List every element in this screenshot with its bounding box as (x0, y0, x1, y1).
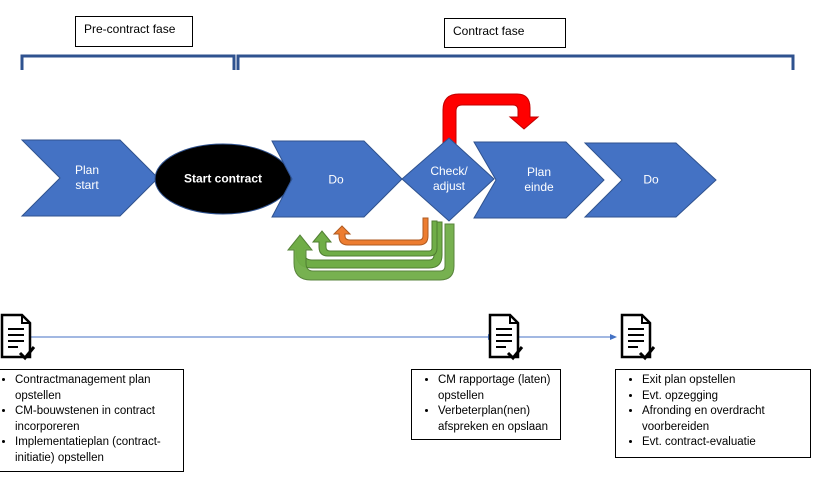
plan-einde-label: Plan einde (524, 165, 554, 194)
plan-einde-chevron (473, 141, 605, 219)
do-label-2: Do (643, 172, 659, 187)
orange-arrow (332, 217, 429, 246)
pre-contract-activities-box: Contractmanagement plan opstellen CM-bou… (0, 369, 184, 472)
checklist-document-icon (488, 313, 524, 361)
timeline-arrowhead-2 (610, 334, 617, 340)
check-adjust-label: Check/ adjust (430, 164, 468, 193)
start-contract-label: Start contract (183, 171, 263, 186)
list-item: Evt. opzegging (642, 389, 804, 405)
list-item: CM rapportage (laten) opstellen (438, 373, 554, 404)
checklist-document-icon (620, 313, 656, 361)
list-item: Exit plan opstellen (642, 373, 804, 389)
list-item: Implementatieplan (contract-initiatie) o… (15, 435, 177, 466)
contract-phase-label: Contract fase (444, 18, 566, 48)
plan-start-label: Plan start (74, 163, 100, 192)
list-item: Verbeterplan(nen) afspreken en opslaan (438, 404, 554, 435)
check-adjust-diamond (401, 137, 495, 222)
pre-contract-bracket (20, 54, 236, 70)
contract-bracket (236, 54, 795, 70)
do-label-1: Do (328, 172, 344, 187)
list-item: Afronding en overdracht voorbereiden (642, 404, 804, 435)
do-chevron-1 (271, 140, 403, 218)
exit-activities-box: Exit plan opstellen Evt. opzegging Afron… (615, 369, 811, 458)
green-arrow-middle (311, 220, 438, 257)
list-item: Evt. contract-evaluatie (642, 435, 804, 451)
start-contract-oval (154, 143, 292, 215)
check-activities-box: CM rapportage (laten) opstellen Verbeter… (411, 369, 561, 440)
pre-contract-phase-label: Pre-contract fase (75, 16, 193, 47)
list-item: CM-bouwstenen in contract incorporeren (15, 404, 177, 435)
green-arrow-inner (286, 223, 455, 281)
do-chevron-2 (583, 142, 717, 218)
plan-start-chevron (20, 139, 159, 217)
checklist-document-icon (0, 313, 36, 361)
red-arrow (442, 93, 540, 145)
list-item: Contractmanagement plan opstellen (15, 373, 177, 404)
